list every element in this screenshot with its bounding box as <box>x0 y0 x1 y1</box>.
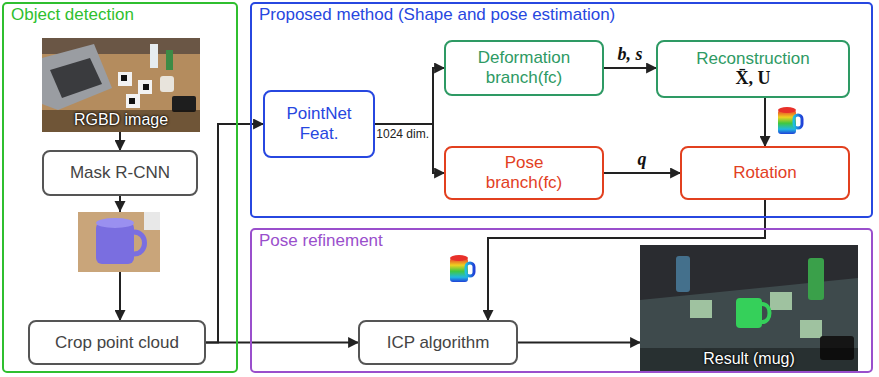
connector-arrow <box>604 172 680 174</box>
process-box: ReconstructionX̄, U <box>656 40 850 98</box>
process-box: Mask R-CNN <box>42 150 198 196</box>
photo-marker <box>121 75 127 81</box>
photo-mug-handle <box>134 232 145 254</box>
crop-photo <box>78 212 160 272</box>
process-box: PointNet Feat. <box>263 90 375 158</box>
process-box: Rotation <box>680 146 850 200</box>
photo-mug-handle <box>762 304 770 322</box>
process-box: Deformation branch(fc) <box>444 40 604 96</box>
photo-mug-body <box>96 222 134 264</box>
photo-ground <box>640 245 858 371</box>
rgbd-photo <box>42 38 200 132</box>
photo-mug <box>736 298 762 328</box>
photo-marker <box>690 300 712 318</box>
mug-model-rim <box>450 255 468 261</box>
box-label: ICP algorithm <box>387 333 490 353</box>
photo-ground <box>78 212 160 272</box>
group-title: Object detection <box>11 5 134 25</box>
photo-marker <box>143 84 149 90</box>
image-node: RGBD image <box>42 38 200 132</box>
edge-label: q <box>636 150 649 170</box>
connector-arrow <box>375 124 444 173</box>
group-box: Object detectionRGBD imageMask R-CNN Crop… <box>2 2 238 373</box>
mug-model-handle <box>794 115 802 128</box>
connector-arrow <box>518 342 640 344</box>
photo-bottle <box>150 44 158 68</box>
process-box: Crop point cloud <box>28 320 206 365</box>
connector-arrow <box>206 342 358 344</box>
box-label: X̄, U <box>736 68 771 89</box>
group-box: Pose refinementICP algorithmResult (mug) <box>250 228 873 373</box>
photo-marker <box>126 94 140 108</box>
photo-marker <box>118 72 132 86</box>
image-caption: Result (mug) <box>703 350 795 368</box>
arrow-head <box>115 201 126 212</box>
process-box: ICP algorithm <box>358 320 518 365</box>
connector-arrow <box>206 124 263 343</box>
box-label: Mask R-CNN <box>70 163 170 183</box>
result-photo <box>640 245 858 371</box>
photo-camera <box>172 96 196 112</box>
mug-model-icon <box>778 107 802 134</box>
photo-keyboard <box>50 58 102 98</box>
photo-marker <box>800 320 822 338</box>
box-label: Rotation <box>733 163 796 183</box>
edge-label: b, s <box>615 45 644 65</box>
process-box: Pose branch(fc) <box>444 146 604 200</box>
connector-arrow <box>764 98 766 146</box>
group-title: Pose refinement <box>259 231 383 251</box>
dimension-label: 1024 dim. <box>376 128 429 142</box>
mug-model-rim <box>778 107 796 113</box>
mug-model-icon <box>450 255 474 282</box>
image-caption: RGBD image <box>74 111 168 129</box>
mug-model-handle <box>466 263 474 276</box>
photo-wall <box>42 38 200 54</box>
photo-table <box>640 278 858 371</box>
photo-marker <box>138 80 152 94</box>
photo-shade <box>640 348 858 371</box>
photo-laptop <box>42 44 112 110</box>
image-node: Result (mug) <box>640 245 858 371</box>
photo-marker <box>144 212 160 230</box>
connector-arrow <box>604 67 656 69</box>
box-label: Pose branch(fc) <box>474 153 574 192</box>
photo-marker <box>770 292 792 310</box>
group-title: Proposed method (Shape and pose estimati… <box>259 5 615 25</box>
connector-arrow <box>375 68 444 124</box>
box-label: Deformation branch(fc) <box>464 48 584 87</box>
photo-mug-rim <box>96 218 134 228</box>
photo-bottle <box>676 256 690 292</box>
box-label: Crop point cloud <box>55 333 179 353</box>
group-box: Proposed method (Shape and pose estimati… <box>250 2 873 218</box>
photo-table <box>42 38 200 132</box>
box-label: Reconstruction <box>696 49 809 69</box>
connector-arrow <box>119 132 121 150</box>
photo-bottle <box>166 50 173 70</box>
photo-marker <box>129 98 135 104</box>
photo-shade <box>42 110 200 132</box>
photo-can <box>808 258 824 300</box>
box-label: PointNet Feat. <box>273 104 365 143</box>
photo-mug <box>160 76 174 92</box>
